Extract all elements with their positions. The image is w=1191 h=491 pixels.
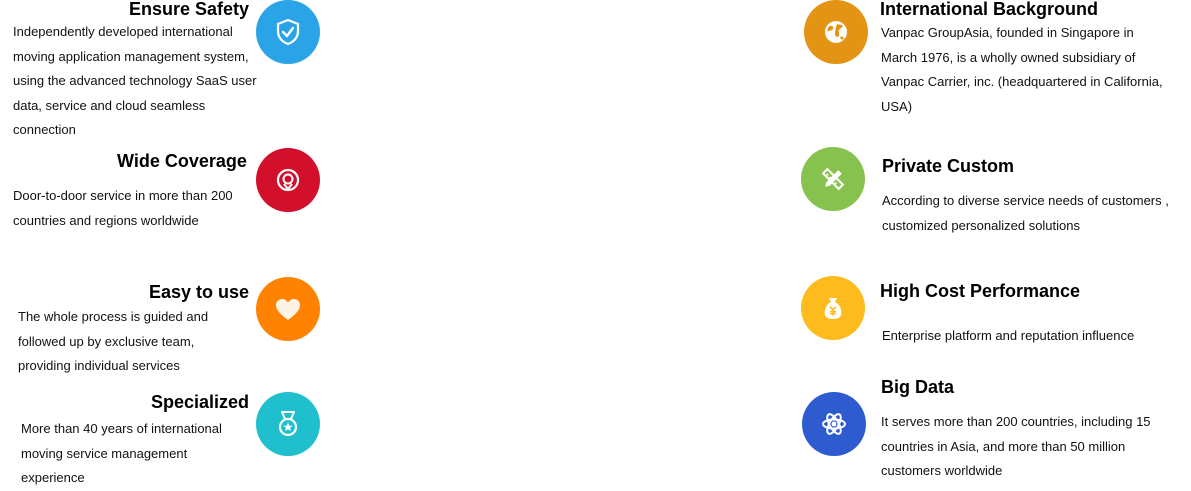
medal-icon: [256, 392, 320, 456]
money-bag-icon: [801, 276, 865, 340]
feature-title: Wide Coverage: [117, 151, 247, 171]
shield-check-icon: [256, 0, 320, 64]
feature-description: The whole process is guided and followed…: [18, 309, 209, 373]
feature-title: International Background: [880, 0, 1099, 19]
feature-description: More than 40 years of international movi…: [21, 421, 222, 485]
feature-title: Easy to use: [149, 282, 250, 302]
feature-description: Enterprise platform and reputation influ…: [882, 328, 1135, 343]
feature-description: It serves more than 200 countries, inclu…: [881, 414, 1151, 478]
globe-icon: [804, 0, 868, 64]
feature-description: Independently developed international mo…: [13, 24, 257, 137]
feature-description: According to diverse service needs of cu…: [882, 193, 1169, 233]
feature-title: Specialized: [151, 392, 250, 412]
feature-description: Vanpac GroupAsia, founded in Singapore i…: [881, 25, 1163, 114]
feature-title: Big Data: [881, 377, 955, 397]
feature-title: Ensure Safety: [129, 0, 250, 19]
location-pin-icon: [256, 148, 320, 212]
heart-icon: [256, 277, 320, 341]
feature-title: Private Custom: [882, 156, 1015, 176]
pencil-ruler-icon: [801, 147, 865, 211]
atom-icon: [802, 392, 866, 456]
feature-description: Door-to-door service in more than 200 co…: [13, 188, 233, 228]
feature-title: High Cost Performance: [880, 281, 1081, 301]
